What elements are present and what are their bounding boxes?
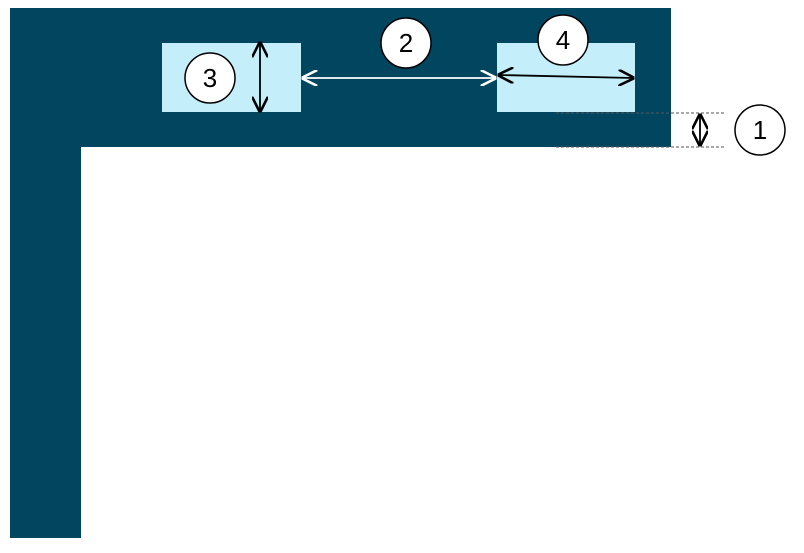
callout-2: 2 — [380, 17, 432, 69]
callout-3: 3 — [184, 52, 236, 104]
callout-1: 1 — [734, 104, 786, 156]
callout-1-label: 1 — [753, 115, 767, 145]
double-headed-arrow-horizontal-icon — [499, 75, 633, 78]
frame-l-shape — [10, 8, 671, 538]
callout-2-label: 2 — [399, 28, 413, 58]
callout-4: 4 — [537, 14, 589, 66]
callout-4-label: 4 — [556, 25, 570, 55]
callout-3-label: 3 — [203, 63, 217, 93]
